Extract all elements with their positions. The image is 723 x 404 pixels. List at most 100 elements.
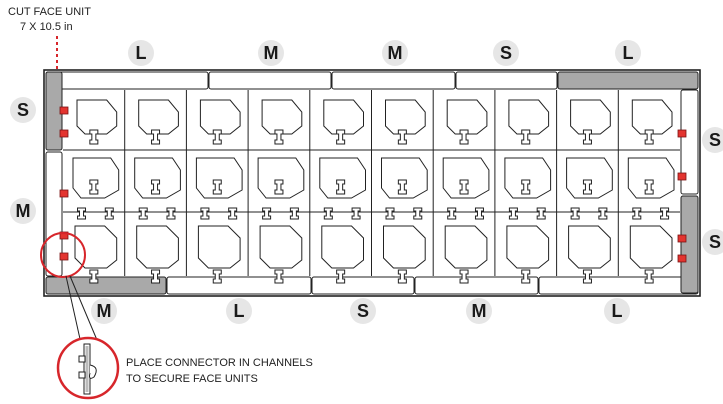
cut-face-unit-size: 7 X 10.5 in	[20, 21, 73, 33]
top-face-unit	[45, 71, 209, 90]
clip-icon	[323, 207, 333, 220]
tile-cutout	[257, 157, 305, 199]
callout-leader	[69, 275, 98, 341]
clip-icon	[459, 179, 469, 195]
connector-clip	[59, 231, 69, 240]
size-badge-bottom: S	[350, 298, 376, 324]
clip-icon	[660, 207, 670, 220]
size-badge-right: S	[702, 127, 723, 153]
clip-icon	[521, 179, 531, 195]
clip-icon	[521, 269, 531, 284]
clip-icon	[336, 179, 346, 195]
clip-icon	[77, 207, 87, 220]
connector-detail-icon	[78, 343, 97, 395]
size-badge-top: M	[258, 40, 284, 66]
connector-clip	[677, 254, 687, 263]
clip-icon	[212, 179, 222, 195]
top-face-unit	[455, 71, 558, 90]
tile-cutout	[508, 99, 550, 135]
size-badge-bottom: M	[466, 298, 492, 324]
connector-clip	[59, 129, 69, 138]
clip-icon	[212, 269, 222, 284]
clip-icon	[151, 269, 161, 284]
tile-cutout	[199, 99, 241, 135]
clip-icon	[632, 207, 642, 220]
tile-cutout	[261, 99, 303, 135]
clip-icon	[336, 269, 346, 284]
cut-face-unit-label: CUT FACE UNIT	[8, 6, 91, 18]
clip-icon	[89, 269, 99, 284]
clip-icon	[351, 207, 361, 220]
size-badge-bottom: L	[604, 298, 630, 324]
callout-instruction-line1: PLACE CONNECTOR IN CHANNELS	[126, 357, 313, 369]
clip-icon	[474, 207, 484, 220]
clip-icon	[138, 207, 148, 220]
tile-cutout	[138, 99, 179, 135]
clip-icon	[644, 269, 654, 284]
connector-clip	[677, 129, 687, 138]
connector-clip	[677, 234, 687, 243]
tile-cutout	[506, 225, 550, 269]
tile-cutout	[136, 225, 179, 269]
clip-icon	[582, 269, 592, 284]
tile-cutout	[383, 225, 426, 269]
tile-cutout	[197, 225, 241, 269]
right-face-unit-cut	[680, 195, 699, 294]
clip-icon	[212, 129, 222, 145]
tile-cutout	[259, 225, 303, 269]
size-badge-bottom: L	[226, 298, 252, 324]
tile-cutout	[319, 157, 366, 199]
clip-icon	[397, 179, 407, 195]
connector-clip	[59, 189, 69, 198]
size-badge-right: S	[702, 229, 723, 255]
clip-icon	[274, 129, 284, 145]
left-face-unit-cut	[45, 71, 63, 151]
size-badge-bottom: M	[91, 298, 117, 324]
tile-cutout	[134, 157, 181, 199]
tile-cutout	[568, 225, 611, 269]
top-face-unit-cut	[557, 71, 699, 90]
bottom-face-unit	[538, 276, 699, 295]
connector-clip	[59, 252, 69, 261]
clip-icon	[598, 207, 608, 220]
tile-cutout	[74, 225, 118, 269]
clip-icon	[397, 269, 407, 284]
size-badge-left: S	[10, 97, 36, 123]
tile-cutout	[381, 157, 428, 199]
clip-icon	[289, 207, 299, 220]
tile-cutout	[385, 99, 426, 135]
clip-icon	[274, 269, 284, 284]
clip-icon	[200, 207, 210, 220]
clip-icon	[413, 207, 423, 220]
clip-icon	[570, 207, 580, 220]
bottom-face-unit	[414, 276, 539, 295]
tile-cutout	[504, 157, 552, 199]
tile-cutout	[631, 99, 673, 135]
tile-cutout	[629, 225, 673, 269]
size-badge-top: L	[128, 40, 154, 66]
clip-icon	[336, 129, 346, 145]
size-badge-top: M	[382, 40, 408, 66]
clip-icon	[508, 207, 518, 220]
clip-icon	[644, 129, 654, 145]
clip-icon	[397, 129, 407, 145]
tile-cutout	[627, 157, 675, 199]
size-badge-top: L	[615, 40, 641, 66]
tile-cutout	[195, 157, 243, 199]
tile-cutout	[570, 99, 611, 135]
tile-cutout	[444, 225, 488, 269]
clip-icon	[447, 207, 457, 220]
bottom-face-unit	[166, 276, 312, 295]
callout-instruction-line2: TO SECURE FACE UNITS	[126, 373, 258, 385]
connectors	[59, 106, 687, 263]
callout-leader	[65, 275, 81, 340]
callout-ring	[40, 232, 86, 278]
clip-icon	[521, 129, 531, 145]
top-face-unit	[331, 71, 456, 90]
tile-cutout	[76, 99, 118, 135]
clip-icon	[166, 207, 176, 220]
tile-cutout	[442, 157, 490, 199]
tile-cutout	[446, 99, 488, 135]
tile-cutout	[72, 157, 120, 199]
